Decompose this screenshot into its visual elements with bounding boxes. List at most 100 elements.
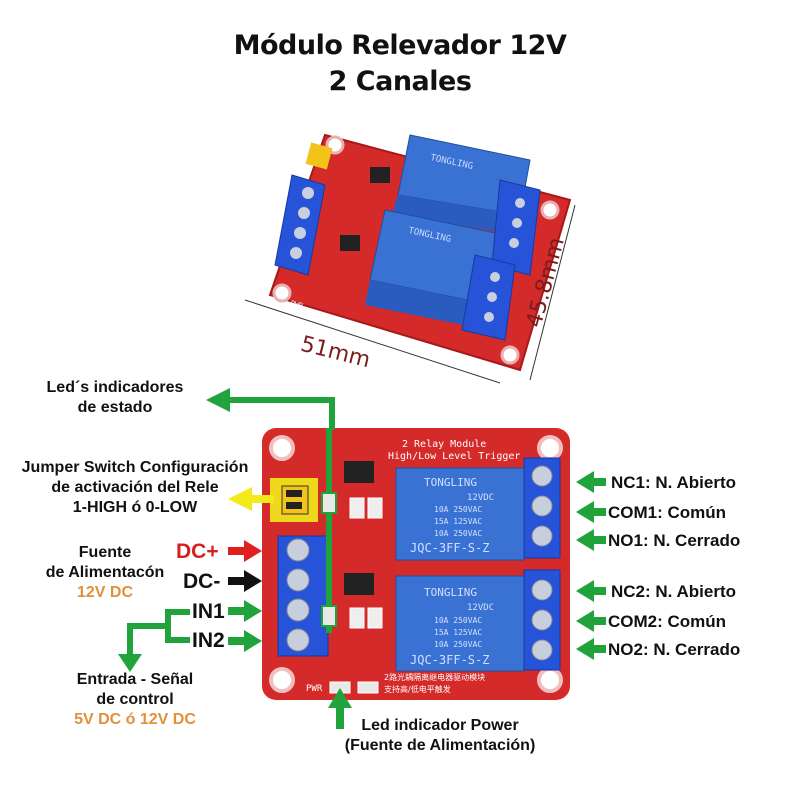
input-terminal-angled <box>274 174 326 276</box>
smd-resistor <box>349 607 365 629</box>
status-led-1 <box>321 492 337 514</box>
screw <box>294 227 306 239</box>
dcplus-arrow-head <box>244 540 262 562</box>
relay-1-coil: 12VDC <box>467 493 494 503</box>
width-dimension-line <box>244 299 501 384</box>
screw <box>515 198 525 208</box>
screw <box>509 238 519 248</box>
pwr-label-angled: PWR <box>289 299 304 310</box>
jumper-pin <box>286 502 302 509</box>
relay-2-model: JQC-3FF-S-Z <box>410 653 489 667</box>
in-bracket <box>165 609 190 643</box>
relay-1-model: JQC-3FF-S-Z <box>410 541 489 555</box>
in1-label: IN1 <box>192 600 225 623</box>
relay-1-rating-3: 10A 250VAC <box>434 529 482 538</box>
optocoupler-2 <box>344 573 374 595</box>
mount-hole <box>272 283 292 303</box>
in1-arrow-line <box>228 607 248 615</box>
board-header-2: High/Low Level Trigger <box>388 451 520 462</box>
mount-hole-tl <box>269 435 295 461</box>
power-led-label: Led indicador Power (Fuente de Alimentac… <box>330 716 550 756</box>
terminal-screw-no1[interactable] <box>531 525 553 547</box>
status-led-2 <box>321 605 337 627</box>
terminal-screw-dcplus[interactable] <box>286 538 310 562</box>
dcminus-label: DC- <box>183 570 221 593</box>
control-input-label: Entrada - Señal de control 5V DC ó 12V D… <box>50 670 220 730</box>
terminal-screw-com2[interactable] <box>531 609 553 631</box>
dcminus-arrow-head <box>244 570 262 592</box>
mount-hole <box>500 345 520 365</box>
relay-1-rating-1: 10A 250VAC <box>434 505 482 514</box>
optocoupler <box>370 167 390 183</box>
leds-status-line-2: de estado <box>77 399 153 416</box>
jumper-angled <box>305 142 333 170</box>
board-front: 2 Relay Module High/Low Level Trigger TO… <box>262 428 570 700</box>
relay-2-rating-2: 15A 125VAC <box>434 628 482 637</box>
dcplus-label: DC+ <box>176 540 219 563</box>
jumper-line-3: 1-HIGH ó 0-LOW <box>72 499 198 516</box>
power-led-line-1: Led indicador Power <box>361 717 519 734</box>
jumper-arrow-line <box>250 495 274 503</box>
power-led-line-2: (Fuente de Alimentación) <box>344 737 536 754</box>
screw <box>290 247 302 259</box>
screw <box>490 272 500 282</box>
optocoupler <box>340 235 360 251</box>
in2-arrow-line <box>228 637 248 645</box>
relay-1-side <box>392 195 520 235</box>
output-label-nc1: NC1: N. Abierto <box>611 473 736 492</box>
leds-arrow-head <box>206 388 230 412</box>
relay-2-side <box>365 280 492 330</box>
power-led-arrow-head <box>328 688 352 708</box>
pwr-label: PWR <box>306 684 323 694</box>
dcplus-arrow-line <box>228 547 248 555</box>
leds-status-label: Led´s indicadores de estado <box>20 378 210 418</box>
relay-1-brand: TONGLING <box>424 476 477 489</box>
power-source-line-1: Fuente <box>78 544 132 561</box>
leds-status-line-1: Led´s indicadores <box>46 379 184 396</box>
power-source-label: Fuente de Alimentacón 12V DC <box>30 543 180 603</box>
in2-arrow-head <box>244 630 262 652</box>
title-line-1: Módulo Relevador 12V <box>233 30 567 61</box>
screw <box>298 207 310 219</box>
screw <box>512 218 522 228</box>
mount-hole-bl <box>269 667 295 693</box>
relay-2 <box>395 575 525 672</box>
jumper-label: Jumper Switch Configuración de activació… <box>10 458 260 518</box>
terminal-screw-dcminus[interactable] <box>286 568 310 592</box>
output-label-nc2: NC2: N. Abierto <box>611 582 736 601</box>
control-input-line-2: de control <box>96 691 174 708</box>
title-line-2: 2 Canales <box>328 66 472 97</box>
output-arrows <box>576 471 606 660</box>
screw <box>487 292 497 302</box>
screw <box>302 187 314 199</box>
output-label-no2: NO2: N. Cerrado <box>608 640 741 659</box>
control-input-voltage: 5V DC ó 12V DC <box>74 711 196 728</box>
board-header-1: 2 Relay Module <box>402 439 486 450</box>
control-arrow-line <box>127 623 168 656</box>
terminal-screw-in2[interactable] <box>286 628 310 652</box>
jumper-arrow-head <box>228 487 252 511</box>
dcminus-arrow-line <box>228 577 248 585</box>
optocoupler-1 <box>344 461 374 483</box>
led-path-highlight <box>326 428 332 633</box>
terminal-screw-no2[interactable] <box>531 639 553 661</box>
board-photo-angled: TONGLING TONGLING PWR <box>244 133 576 384</box>
relay-2-rating-1: 10A 250VAC <box>434 616 482 625</box>
smd-resistor <box>357 681 379 694</box>
board-chinese-2: 支持高/低电平触发 <box>384 684 451 694</box>
board-chinese-1: 2路光耦隔离继电器驱动模块 <box>384 672 485 682</box>
jumper-line-1: Jumper Switch Configuración <box>21 459 249 476</box>
control-input-line-1: Entrada - Señal <box>76 671 194 688</box>
power-led-arrow-line <box>336 705 344 729</box>
terminal-screw-com1[interactable] <box>531 495 553 517</box>
power-source-voltage: 12V DC <box>76 584 134 601</box>
screw <box>484 312 494 322</box>
smd-resistor <box>349 497 365 519</box>
output-label-no1: NO1: N. Cerrado <box>608 531 741 550</box>
terminal-screw-in1[interactable] <box>286 598 310 622</box>
relay-2-rating-3: 10A 250VAC <box>434 640 482 649</box>
terminal-screw-nc2[interactable] <box>531 579 553 601</box>
terminal-screw-nc1[interactable] <box>531 465 553 487</box>
power-source-line-2: de Alimentacón <box>45 564 165 581</box>
